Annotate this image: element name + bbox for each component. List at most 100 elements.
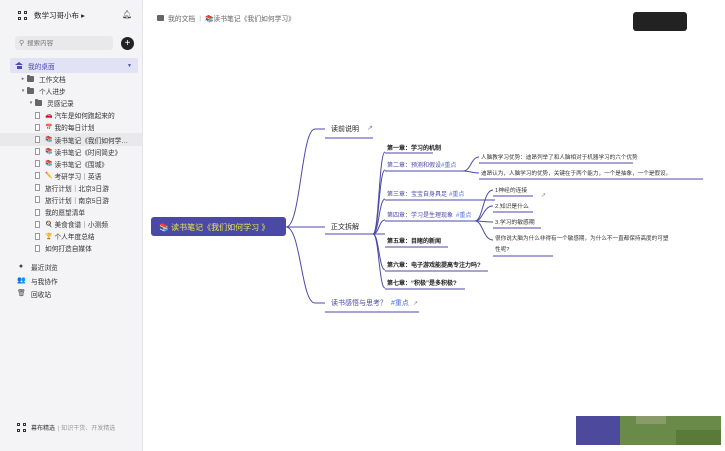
sidebar-item-label: 工作文档	[39, 77, 66, 85]
link-icon[interactable]: ↗	[541, 193, 546, 199]
emoji-icon: ✏️	[45, 173, 53, 180]
chapter-5[interactable]: 第五章：目睹的新闻	[386, 237, 441, 245]
sub-3[interactable]: 3.学习的敏感期	[495, 218, 535, 226]
sidebar-doc[interactable]: 旅行计划｜南京5日游	[0, 194, 142, 206]
emoji-icon: 📚	[45, 149, 53, 156]
chapter-6[interactable]: 第六章：电子游戏能提高专注力吗?	[386, 261, 481, 269]
breadcrumb-root[interactable]: 我的文档	[168, 16, 196, 23]
folder-icon	[27, 74, 34, 83]
emoji-icon: 📚	[45, 137, 53, 144]
document-icon	[35, 123, 40, 131]
chevron-down-icon[interactable]: ▾	[29, 100, 33, 107]
branch-reflect[interactable]: 读书感悟与思考？	[331, 298, 387, 307]
sidebar-item-label: 美食食谱｜小测频	[54, 222, 108, 230]
chapter-1[interactable]: 第一章：学习的机制	[386, 144, 441, 152]
emoji-icon: 🏆	[45, 233, 53, 240]
sidebar-item-trash[interactable]: 🗑回收站	[0, 287, 142, 301]
document-icon	[35, 136, 40, 144]
sidebar-folder[interactable]: ▸ 工作文档	[0, 73, 142, 85]
sidebar-doc[interactable]: 📅我的每日计划	[0, 121, 142, 133]
people-icon: 👥	[17, 276, 26, 284]
document-icon	[35, 196, 40, 204]
sidebar-folder[interactable]: ▾ 灵感记录	[0, 97, 142, 109]
sidebar-item-label: 如何打造自媒体	[45, 246, 92, 254]
sidebar-item-label: 我的愿望清单	[45, 210, 86, 218]
document-icon	[35, 111, 40, 119]
sidebar-extra: ●最近浏览 👥 与我协作🗑回收站	[0, 260, 142, 301]
bell-icon[interactable]: 🔔︎	[122, 10, 133, 19]
sidebar-item-clock[interactable]: ●最近浏览	[0, 260, 142, 274]
add-button[interactable]: +	[121, 36, 134, 50]
chevron-right-icon[interactable]: ▸	[21, 76, 25, 83]
top-action-button[interactable]	[633, 12, 687, 31]
minimap-thumbnail[interactable]	[576, 416, 721, 445]
sidebar-item-label: 读书笔记《我们如何学…	[54, 137, 129, 145]
sidebar-doc[interactable]: 📚读书笔记《围城》	[0, 158, 142, 170]
sidebar-doc[interactable]: 我的愿望清单	[0, 206, 142, 218]
sidebar-item-label: 我的桌面	[28, 63, 55, 71]
sidebar-doc[interactable]: 📚读书笔记《时间简史》	[0, 146, 142, 158]
chapter-4-tag[interactable]: #重点	[456, 211, 471, 219]
chapter-2[interactable]: 第二章：预测和假设	[387, 161, 441, 169]
document-icon	[35, 232, 40, 240]
sidebar-doc[interactable]: 🏆个人年度总结	[0, 230, 142, 242]
sidebar-item-label: 读书笔记《围城》	[54, 161, 108, 169]
sidebar-item-label: 最近浏览	[31, 265, 58, 273]
search-input[interactable]	[27, 39, 108, 47]
sidebar-doc[interactable]: ✏️考研学习｜英语	[0, 170, 142, 182]
sidebar-item-label: 旅行计划｜南京5日游	[45, 197, 109, 205]
sidebar-item-label: 个人进步	[39, 89, 66, 97]
emoji-icon: 🚗	[45, 112, 53, 119]
chapter-3-tag[interactable]: #重点	[449, 190, 464, 198]
document-icon	[35, 160, 40, 168]
sidebar-item-label: 与我协作	[31, 278, 58, 286]
sidebar: 数学习哥小布 ▸ 🔔︎ ⚲ + 我的桌面 ▼ ▸ 工作文档 ▾ 个人进步 ▾ 灵感记录🚗汽…	[0, 0, 143, 451]
sidebar-item-label: 我的每日计划	[54, 125, 95, 133]
chapter-3[interactable]: 第三章：宝宝自身具足	[387, 190, 447, 198]
workspace-name[interactable]: 数学习哥小布 ▸	[34, 10, 85, 20]
search-icon: ⚲	[19, 40, 25, 47]
featured-label: 幕布精选	[31, 425, 56, 432]
link-icon[interactable]: ↗	[367, 125, 373, 132]
document-icon	[35, 220, 40, 228]
mindmap-canvas: 📚 读书笔记《我们如何学习 》 读前说明 ↗ 正文拆解 读书感悟与思考？ #重点…	[151, 124, 703, 313]
sidebar-item-label: 个人年度总结	[54, 234, 95, 242]
featured-link[interactable]: 幕布精选 | 知识干货、开发精选	[0, 421, 115, 433]
document-icon	[35, 184, 40, 192]
main-area: 我的文档 | 📚读书笔记《我们如何学习》	[143, 0, 725, 451]
sidebar-folder[interactable]: ▾ 个人进步	[0, 85, 142, 97]
featured-subtitle: | 知识干货、开发精选	[58, 425, 116, 432]
home-icon	[15, 62, 23, 69]
sidebar-item-label: 读书笔记《时间简史》	[54, 149, 122, 157]
chapter-7[interactable]: 第七章：“积极”是多积极?	[386, 279, 457, 287]
sub-2[interactable]: 2.知识是什么	[495, 202, 529, 210]
sidebar-doc[interactable]: 📚读书笔记《我们如何学…	[0, 133, 142, 146]
workspace-header: 数学习哥小布 ▸ 🔔︎	[0, 0, 142, 30]
branch-pre[interactable]: 读前说明	[331, 124, 359, 133]
sidebar-item-home[interactable]: 我的桌面 ▼	[10, 58, 138, 73]
document-icon	[35, 208, 40, 216]
sidebar-doc[interactable]: 🚗汽车是如何跑起来的	[0, 109, 142, 121]
chevron-down-icon[interactable]: ▼	[127, 62, 132, 69]
link-icon[interactable]: ↗	[413, 301, 418, 307]
chevron-down-icon[interactable]: ▾	[21, 88, 25, 95]
note-2[interactable]: 迪昂认为，人脑学习的优势，关键在于两个能力，一个是抽象，一个是假设。	[481, 169, 671, 177]
sub-1[interactable]: 1神经的连接	[495, 186, 527, 194]
mindmap-root-label: 📚 读书笔记《我们如何学习 》	[159, 222, 269, 232]
search-box: ⚲	[15, 36, 113, 50]
document-icon	[35, 244, 40, 252]
sidebar-doc[interactable]: 旅行计划｜北京3日游	[0, 182, 142, 194]
emoji-icon: 📅	[45, 124, 53, 131]
sidebar-doc[interactable]: 🍳美食食谱｜小测频	[0, 218, 142, 230]
mindmap-root-box[interactable]	[151, 217, 286, 236]
chapter-2-tag[interactable]: #重点	[441, 161, 456, 169]
chapter-4[interactable]: 第四章：学习是生理现象	[387, 211, 453, 219]
sidebar-item-label: 旅行计划｜北京3日游	[45, 185, 109, 193]
sidebar-doc[interactable]: 如何打造自媒体	[0, 242, 142, 254]
branch-reflect-tag[interactable]: #重点	[391, 299, 409, 307]
branch-main[interactable]: 正文拆解	[331, 222, 359, 231]
note-1[interactable]: 人脑教学习优势：迪昂列举了和人脑相对于机器学习的六个优势	[481, 153, 638, 161]
sidebar-item-label: 灵感记录	[47, 101, 74, 109]
sidebar-item-people[interactable]: 👥 与我协作	[0, 274, 142, 288]
sub-4-line1[interactable]: 很你说大脑为什么非得有一个敏感期，为什么不一直都保持高度的可塑	[495, 234, 669, 242]
